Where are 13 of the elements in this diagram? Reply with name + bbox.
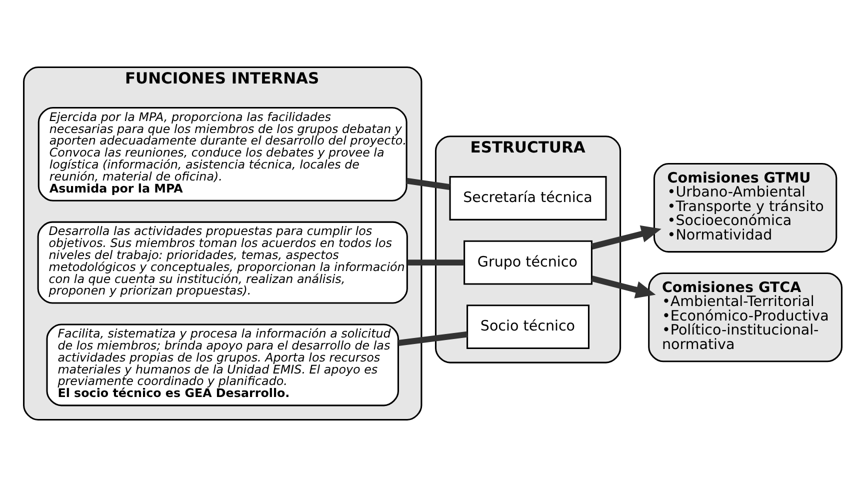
node-box: Comisiones GTMU •Urbano-Ambiental •Transporte y tránsito •Socioeconómica •Normatividad (652, 162, 837, 252)
connector (406, 177, 450, 190)
node-box: Grupo técnico (463, 240, 592, 284)
node-box: Comisiones GTCA •Ambiental-Territorial •Económico-Productiva •Político-institucional-normativa (648, 272, 842, 362)
connector (397, 330, 468, 346)
node-box: Desarrolla las actividades propuestas para cumplir los objetivos. Sus miembros toman los acuerdos en todos los niveles del trabajo: prioridades, temas, aspectos metodológicos y conceptuales, proporcionan la información con la que cuenta su institución, realizan análisis, proponen y priorizan propuestas). (36, 220, 408, 304)
node-box: Ejercida por la MPA, proporciona las facilidades necesarias para que los miembros de los grupos debatan y aporten adecuadamente durante el desarrollo del proyecto. Convoca las reuniones, conduce los debates y provee la logística (información, asistencia técnica, locales de reunión, material de oficina). Asumida por la MPA (37, 106, 407, 201)
arrow (590, 224, 661, 249)
connector (407, 259, 464, 266)
node-box: Secretaría técnica (448, 176, 606, 220)
node-box: Facilita, sistematiza y procesa la información a solicitud de los miembros; brinda apoyo para el desarrollo de las actividades propias de los grupos. Aporta los recursos materiales y humanos de la Unidad EMIS. El apoyo es previamente coordinado y planificado. El socio técnico es GEA Desarrollo. (46, 323, 398, 406)
node-box: Socio técnico (466, 304, 589, 349)
arrow (590, 275, 656, 298)
